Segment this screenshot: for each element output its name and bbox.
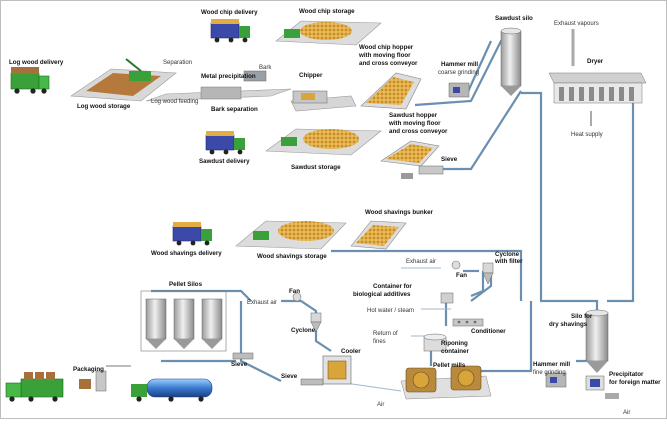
label-sawdust-moving-floor: with moving floor bbox=[388, 120, 441, 127]
label-dry-shavings: dry shavings bbox=[549, 321, 588, 328]
label-wood-chip-storage: Wood chip storage bbox=[299, 8, 355, 15]
label-chipper: Chipper bbox=[299, 72, 323, 79]
label-log-wood-feeding: Log wood feeding bbox=[151, 99, 198, 105]
cyclone-with-filter bbox=[482, 262, 494, 285]
label-container-for: Container for bbox=[373, 283, 412, 290]
label-pellet-silos: Pellet Silos bbox=[169, 281, 203, 288]
label-log-wood-delivery: Log wood delivery bbox=[9, 59, 64, 66]
wood-shavings-bunker bbox=[350, 220, 407, 250]
label-biological-additives: biological additives bbox=[353, 291, 411, 298]
precipitator bbox=[585, 375, 619, 399]
label-cooler: Cooler bbox=[341, 348, 361, 355]
label-sawdust-delivery: Sawdust delivery bbox=[199, 158, 250, 165]
dryer bbox=[548, 29, 647, 126]
fan-mid bbox=[451, 260, 461, 270]
container-biological-additives bbox=[440, 292, 454, 304]
label-exhaust-vapours: Exhaust vapours bbox=[554, 21, 599, 27]
label-with-moving-floor: with moving floor bbox=[358, 52, 411, 59]
label-air-bottom-right: Air bbox=[623, 410, 630, 416]
label-sieve-left: Sieve bbox=[281, 373, 298, 380]
wood-shavings-storage bbox=[235, 220, 347, 250]
label-wood-chip-delivery: Wood chip delivery bbox=[201, 9, 258, 16]
cyclone-left bbox=[310, 312, 322, 333]
label-log-wood-storage: Log wood storage bbox=[77, 103, 131, 110]
label-heat-supply: Heat supply bbox=[571, 132, 603, 138]
label-precipitator: Precipitator bbox=[609, 371, 644, 378]
label-sawdust-silo: Sawdust silo bbox=[495, 15, 533, 22]
label-coarse-grinding: coarse grinding bbox=[438, 70, 479, 76]
label-wood-shavings-storage: Wood shavings storage bbox=[257, 253, 327, 260]
label-wood-shavings-delivery: Wood shavings delivery bbox=[151, 250, 222, 257]
hammer-mill-fine bbox=[545, 372, 567, 388]
pellet-silos bbox=[140, 290, 227, 352]
packaging-truck bbox=[5, 372, 64, 402]
label-bark: Bark bbox=[259, 65, 272, 71]
label-cyclone-with: Cyclone bbox=[495, 251, 520, 258]
label-fan-mid: Fan bbox=[456, 272, 467, 279]
sawdust-storage bbox=[265, 128, 382, 156]
label-cyclone-left: Cyclone bbox=[291, 327, 316, 334]
sawdust-delivery-truck bbox=[205, 131, 245, 155]
label-air-bottom-mid: Air bbox=[377, 402, 384, 408]
label-conditioner: Conditioner bbox=[471, 328, 506, 335]
label-sieve-bottom: Sieve bbox=[231, 361, 248, 368]
log-wood-delivery-truck bbox=[10, 67, 50, 94]
wood-chip-hopper bbox=[360, 72, 422, 110]
label-fan-left: Fan bbox=[289, 288, 300, 295]
log-wood-storage bbox=[70, 58, 177, 102]
label-dryer: Dryer bbox=[587, 58, 604, 65]
wood-chip-delivery-truck bbox=[210, 19, 250, 43]
silo-dry-shavings bbox=[585, 309, 609, 373]
label-fine-grinding: fine grinding bbox=[533, 370, 566, 376]
label-bark-separation: Bark separation bbox=[211, 106, 258, 113]
label-hammer-mill-fine: Hammer mill bbox=[533, 361, 570, 368]
label-pellet-mills: Pellet mills bbox=[433, 362, 466, 369]
pellet-mills bbox=[400, 365, 492, 400]
sieve-bottom bbox=[232, 352, 254, 360]
label-sieve-top: Sieve bbox=[441, 156, 458, 163]
sieve-top bbox=[401, 165, 444, 179]
label-exhaust-air-left: Exhaust air bbox=[247, 300, 277, 306]
sawdust-hopper bbox=[380, 140, 440, 167]
label-exhaust-air-mid: Exhaust air bbox=[406, 259, 436, 265]
wood-shavings-delivery-truck bbox=[172, 222, 212, 246]
riponing-container bbox=[423, 333, 447, 352]
label-wood-chip-hopper: Wood chip hopper bbox=[359, 44, 414, 51]
label-with-filter: with filter bbox=[494, 258, 523, 265]
label-for-foreign-matter: for foreign matter bbox=[609, 379, 661, 386]
label-wood-shavings-bunker: Wood shavings bunker bbox=[365, 209, 434, 216]
hammer-mill-coarse bbox=[448, 82, 470, 98]
label-container: container bbox=[441, 348, 469, 355]
label-sawdust-hopper: Sawdust hopper bbox=[389, 112, 438, 119]
bark-separation-unit bbox=[145, 70, 292, 102]
label-fines: fines bbox=[373, 339, 386, 345]
label-metal-precipitation: Metal precipitation bbox=[201, 73, 256, 80]
label-sawdust-storage: Sawdust storage bbox=[291, 164, 341, 171]
pellet-tanker-truck bbox=[131, 378, 213, 402]
label-silo-for: Silo for bbox=[571, 313, 593, 320]
packaging-station bbox=[79, 365, 131, 392]
label-sawdust-cross-conveyor: and cross conveyor bbox=[389, 128, 448, 135]
label-return-of: Return of bbox=[373, 331, 398, 337]
label-packaging: Packaging bbox=[73, 366, 104, 373]
sawdust-silo bbox=[500, 27, 522, 96]
fan-left bbox=[292, 292, 302, 302]
cooler bbox=[300, 355, 352, 386]
conditioner bbox=[452, 318, 484, 327]
label-separation: Separation bbox=[163, 60, 192, 66]
label-hammer-mill-coarse: Hammer mill bbox=[441, 61, 478, 68]
label-and-cross-conveyor: and cross conveyor bbox=[359, 60, 418, 67]
label-hot-water-steam: Hot water / steam bbox=[367, 308, 414, 314]
label-riponing: Riponing bbox=[441, 340, 468, 347]
chipper bbox=[290, 90, 357, 112]
wood-chip-storage bbox=[275, 20, 382, 46]
